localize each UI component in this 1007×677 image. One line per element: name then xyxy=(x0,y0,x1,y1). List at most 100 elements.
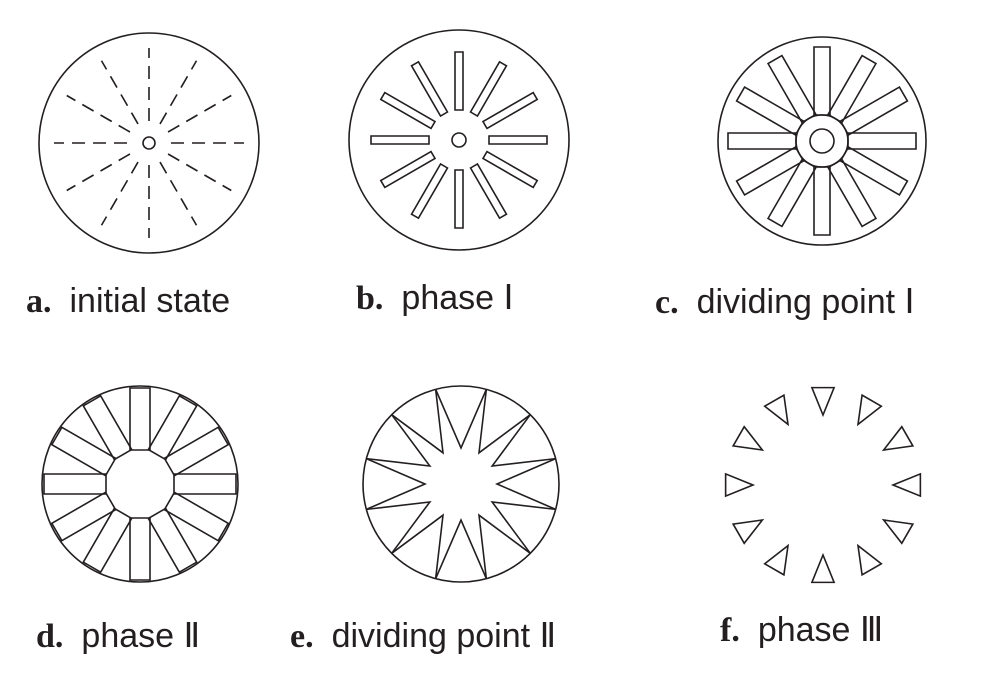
wedge-edge-12 xyxy=(492,415,555,466)
crack-slot-8 xyxy=(737,87,804,135)
fragment-8 xyxy=(733,427,762,450)
fragment-1 xyxy=(893,474,920,496)
crack-slot-8 xyxy=(52,427,116,475)
caption-b-text: phase Ⅰ xyxy=(401,279,514,317)
outer-circle xyxy=(718,37,926,245)
dashed-crack-3 xyxy=(160,162,197,225)
crack-slot-2 xyxy=(164,492,228,540)
outer-circle xyxy=(42,386,238,582)
panel-d-diagram xyxy=(42,386,238,582)
fragment-4 xyxy=(812,555,834,582)
crack-slot-9 xyxy=(412,62,448,116)
caption-f-text: phase Ⅲ xyxy=(757,611,884,649)
caption-c-letter: c. xyxy=(655,284,679,321)
crack-slot-12 xyxy=(164,427,228,475)
caption-b: b. phase Ⅰ xyxy=(356,278,514,318)
center-hole xyxy=(810,129,834,153)
crack-slot-1 xyxy=(489,136,547,144)
crack-slot-11 xyxy=(471,62,507,116)
crack-slot-6 xyxy=(737,147,804,195)
fragment-3 xyxy=(858,546,881,575)
fragment-9 xyxy=(765,395,788,424)
crack-slot-11 xyxy=(828,56,876,123)
caption-a: a. initial state xyxy=(26,282,230,321)
dashed-crack-2 xyxy=(168,154,231,191)
crack-slot-4 xyxy=(130,518,150,580)
caption-e: e. dividing point Ⅱ xyxy=(290,616,556,656)
panel-e-diagram xyxy=(363,386,559,582)
crack-slot-6 xyxy=(381,152,435,188)
caption-d-text: phase Ⅱ xyxy=(81,617,201,655)
caption-e-letter: e. xyxy=(290,618,314,655)
crack-slot-3 xyxy=(471,164,507,218)
inner-ring xyxy=(796,115,848,167)
crack-slot-7 xyxy=(44,474,106,494)
crack-slot-4 xyxy=(814,167,830,235)
panel-c-diagram xyxy=(718,37,926,245)
caption-a-text: initial state xyxy=(69,282,231,320)
crack-slot-3 xyxy=(148,508,196,572)
fragment-11 xyxy=(858,395,881,424)
fragment-2 xyxy=(884,520,913,543)
caption-a-letter: a. xyxy=(26,283,52,320)
wedge-edge-5 xyxy=(392,515,443,578)
crack-slot-3 xyxy=(828,160,876,227)
fragment-12 xyxy=(884,427,913,450)
caption-d: d. phase Ⅱ xyxy=(36,616,200,656)
panel-b-diagram xyxy=(349,30,569,250)
crack-slot-10 xyxy=(455,52,463,110)
crack-slot-2 xyxy=(483,152,537,188)
outer-circle xyxy=(363,386,559,582)
fragment-5 xyxy=(765,546,788,575)
wedge-edge-9 xyxy=(392,389,443,452)
crack-slot-12 xyxy=(483,93,537,129)
wedge-edge-11 xyxy=(479,389,530,452)
crack-slot-1 xyxy=(848,133,916,149)
wedge-edge-10 xyxy=(436,389,487,448)
dashed-crack-9 xyxy=(102,61,139,124)
crack-slot-12 xyxy=(841,87,908,135)
panel-f-diagram xyxy=(726,388,921,583)
crack-slot-9 xyxy=(83,396,131,460)
caption-c: c.dividing point Ⅰ xyxy=(655,282,915,322)
outer-circle xyxy=(39,33,259,253)
dashed-crack-11 xyxy=(160,61,197,124)
fragment-7 xyxy=(726,474,753,496)
dashed-crack-8 xyxy=(67,96,130,133)
crack-slot-5 xyxy=(768,160,816,227)
fragment-10 xyxy=(812,388,834,415)
caption-f: f. phase Ⅲ xyxy=(720,610,883,650)
crack-slot-1 xyxy=(174,474,236,494)
center-hole xyxy=(143,137,155,149)
wedge-edge-6 xyxy=(366,502,429,553)
wedge-edge-4 xyxy=(436,520,487,579)
dashed-crack-5 xyxy=(102,162,139,225)
caption-e-text: dividing point Ⅱ xyxy=(331,617,557,655)
wedge-edge-1 xyxy=(497,459,556,510)
crack-slot-4 xyxy=(455,170,463,228)
wedge-edge-7 xyxy=(366,459,425,510)
wedge-edge-2 xyxy=(492,502,555,553)
crack-slot-7 xyxy=(728,133,796,149)
crack-slot-7 xyxy=(371,136,429,144)
crack-slot-5 xyxy=(83,508,131,572)
caption-d-letter: d. xyxy=(36,618,64,655)
crack-slot-8 xyxy=(381,93,435,129)
outer-circle xyxy=(349,30,569,250)
crack-slot-2 xyxy=(841,147,908,195)
wedge-edge-8 xyxy=(366,415,429,466)
panel-a-diagram xyxy=(39,33,259,253)
dashed-crack-12 xyxy=(168,96,231,133)
wedge-edge-3 xyxy=(479,515,530,578)
crack-slot-11 xyxy=(148,396,196,460)
caption-f-letter: f. xyxy=(720,612,740,649)
center-hole xyxy=(452,133,466,147)
crack-slot-9 xyxy=(768,56,816,123)
crack-slot-10 xyxy=(814,47,830,115)
fragment-6 xyxy=(733,520,762,543)
dashed-crack-6 xyxy=(67,154,130,191)
caption-b-letter: b. xyxy=(356,280,384,317)
crack-slot-5 xyxy=(412,164,448,218)
crack-slot-10 xyxy=(130,388,150,450)
